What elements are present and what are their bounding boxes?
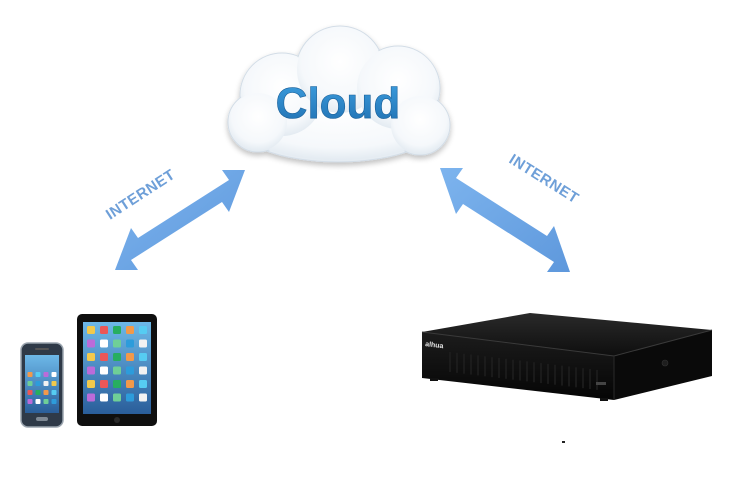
cloud-icon xyxy=(227,25,451,163)
internet-label-left: INTERNET xyxy=(103,166,179,223)
dvr-brand-label: alhua xyxy=(425,341,444,350)
tablet-icon xyxy=(77,314,157,426)
dvr-recorder-icon xyxy=(421,313,713,401)
double-arrow-left-icon xyxy=(115,170,245,270)
smartphone-icon xyxy=(20,342,64,428)
small-dot xyxy=(562,441,565,443)
cloud-label: Cloud xyxy=(276,79,401,128)
double-arrow-right-icon xyxy=(440,168,570,272)
internet-label-right: INTERNET xyxy=(506,151,582,207)
